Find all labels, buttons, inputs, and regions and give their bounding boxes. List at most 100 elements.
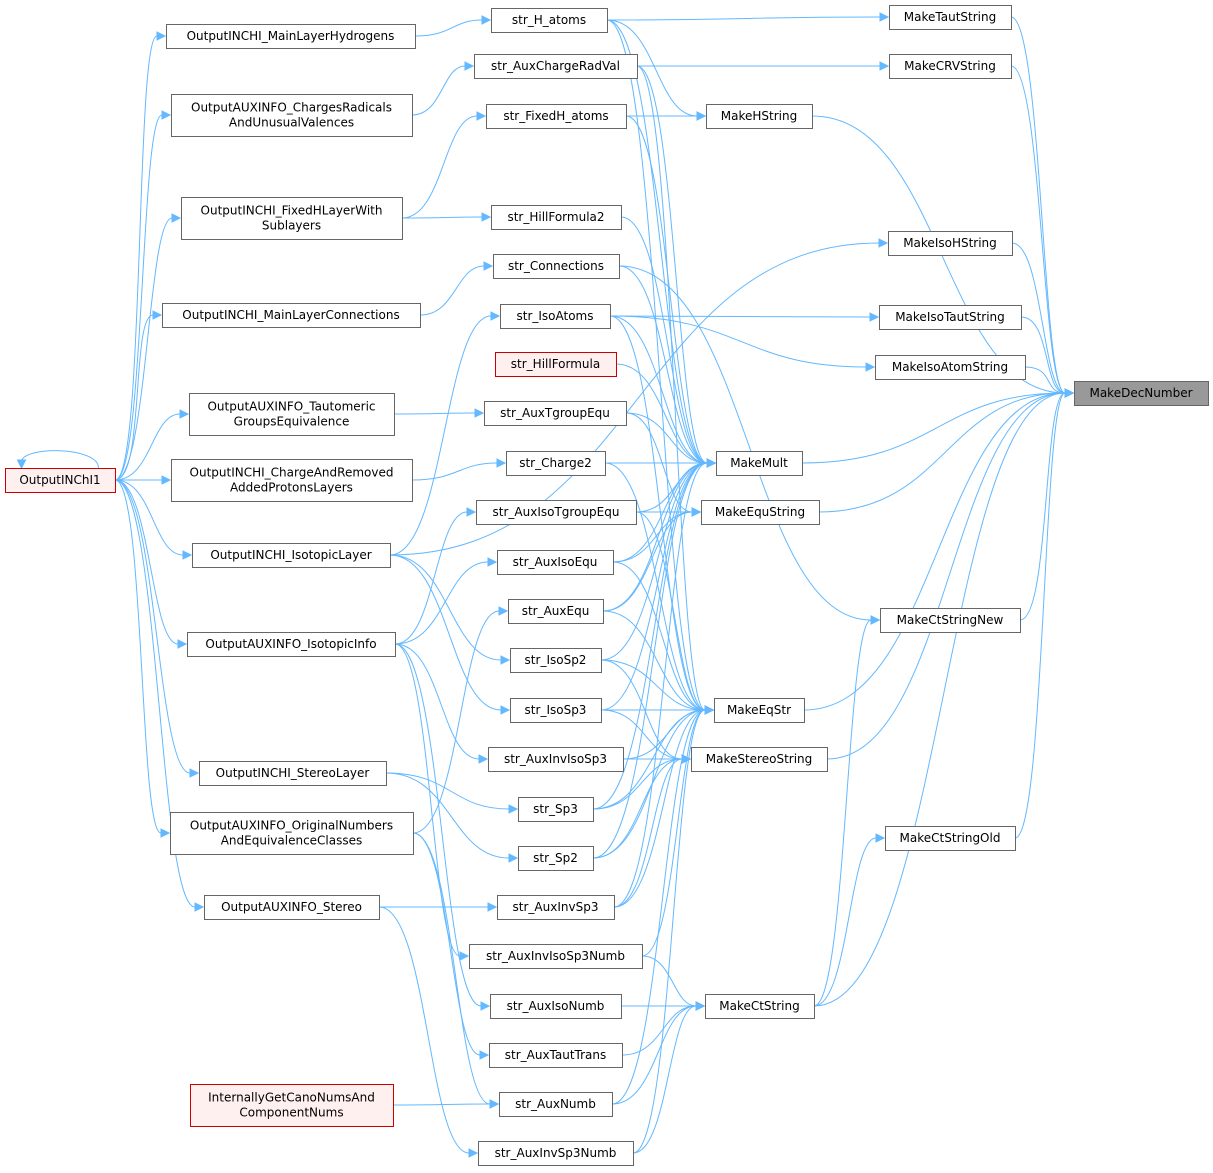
edge-line — [604, 462, 706, 711]
edge-line — [114, 217, 173, 481]
node-str_Sp2[interactable]: str_Sp2 — [518, 846, 594, 871]
node-label: OutputINCHI_StereoLayer — [216, 766, 370, 780]
edge-OutputINChI1-to-OutputAUXINFO_Stereo — [114, 479, 205, 912]
edge-OutputINCHI_FixedHLayerWithSublayers-to-str_HillFormula2 — [401, 212, 492, 222]
node-str_HillFormula[interactable]: str_HillFormula — [495, 352, 617, 377]
node-MakeCtStringNew[interactable]: MakeCtStringNew — [880, 608, 1021, 633]
edge-arrowhead — [487, 902, 498, 912]
node-OutputINCHI_MainLayerHydrogens[interactable]: OutputINCHI_MainLayerHydrogens — [166, 24, 416, 49]
edge-line — [1010, 65, 1066, 394]
edge-OutputINCHI_MainLayerHydrogens-to-str_H_atoms — [414, 15, 492, 37]
edge-line — [612, 511, 693, 563]
node-MakeEqStr[interactable]: MakeEqStr — [714, 698, 805, 723]
node-MakeEquString[interactable]: MakeEquString — [701, 500, 820, 525]
node-str_AuxIsoTgroupEqu[interactable]: str_AuxIsoTgroupEqu — [476, 500, 637, 525]
node-str_Charge2[interactable]: str_Charge2 — [506, 451, 606, 476]
node-box — [474, 54, 638, 79]
node-MakeHString[interactable]: MakeHString — [706, 104, 813, 129]
node-OutputINChI1[interactable]: OutputINChI1 — [5, 468, 116, 493]
node-box — [484, 401, 627, 426]
node-MakeIsoAtomString[interactable]: MakeIsoAtomString — [875, 355, 1026, 380]
edge-line — [621, 1005, 697, 1056]
node-box — [478, 1141, 634, 1166]
node-str_H_atoms[interactable]: str_H_atoms — [491, 8, 608, 33]
node-str_Sp3[interactable]: str_Sp3 — [518, 797, 594, 822]
node-str_AuxInvSp3Numb[interactable]: str_AuxInvSp3Numb — [478, 1141, 634, 1166]
node-MakeTautString[interactable]: MakeTautString — [889, 5, 1012, 30]
node-str_AuxIsoEqu[interactable]: str_AuxIsoEqu — [497, 550, 614, 575]
node-MakeStereoString[interactable]: MakeStereoString — [691, 747, 828, 772]
node-box — [508, 599, 604, 624]
node-MakeCtStringOld[interactable]: MakeCtStringOld — [885, 826, 1016, 851]
edge-line — [114, 479, 196, 908]
node-str_Connections[interactable]: str_Connections — [493, 254, 620, 279]
node-box — [888, 231, 1013, 256]
edge-str_AuxIsoTgroupEqu-to-MakeEqStr — [635, 511, 715, 715]
node-str_AuxInvSp3[interactable]: str_AuxInvSp3 — [497, 895, 615, 920]
node-OutputINCHI_MainLayerConnections[interactable]: OutputINCHI_MainLayerConnections — [162, 303, 421, 328]
node-str_AuxTautTrans[interactable]: str_AuxTautTrans — [489, 1043, 623, 1068]
edge-line — [114, 114, 163, 481]
node-str_AuxEqu[interactable]: str_AuxEqu — [508, 599, 604, 624]
node-str_AuxChargeRadVal[interactable]: str_AuxChargeRadVal — [474, 54, 638, 79]
node-box — [5, 468, 116, 493]
edge-arrowhead — [500, 705, 511, 715]
node-OutputAUXINFO_IsotopicInfo[interactable]: OutputAUXINFO_IsotopicInfo — [187, 632, 396, 657]
node-OutputINCHI_ChargeAndRemovedAddedProtonsLayers[interactable]: OutputINCHI_ChargeAndRemovedAddedProtons… — [171, 459, 413, 502]
edge-line — [419, 265, 485, 316]
node-label: str_FixedH_atoms — [503, 109, 608, 123]
node-box — [701, 500, 820, 525]
edge-line — [114, 479, 179, 645]
node-MakeCRVString[interactable]: MakeCRVString — [889, 54, 1012, 79]
edge-line — [613, 758, 683, 908]
node-MakeMult[interactable]: MakeMult — [716, 451, 803, 476]
node-OutputINCHI_IsotopicLayer[interactable]: OutputINCHI_IsotopicLayer — [192, 543, 391, 568]
node-MakeCtString[interactable]: MakeCtString — [705, 994, 815, 1019]
edge-line — [114, 413, 181, 481]
node-label: str_AuxTgroupEqu — [500, 406, 610, 420]
edge-str_AuxChargeRadVal-to-MakeCRVString — [637, 61, 890, 71]
node-str_HillFormula2[interactable]: str_HillFormula2 — [491, 205, 622, 230]
edge-line — [600, 659, 683, 760]
node-OutputAUXINFO_TautomericGroupsEquivalence[interactable]: OutputAUXINFO_TautomericGroupsEquivalenc… — [189, 393, 395, 436]
edge-line — [826, 392, 1066, 760]
edge-line — [592, 709, 706, 859]
node-label: ComponentNums — [239, 1106, 343, 1120]
node-str_AuxInvIsoSp3[interactable]: str_AuxInvIsoSp3 — [488, 747, 624, 772]
node-box — [469, 944, 643, 969]
node-OutputAUXINFO_Stereo[interactable]: OutputAUXINFO_Stereo — [204, 895, 380, 920]
node-label: InternallyGetCanoNumsAnd — [208, 1091, 375, 1105]
edge-arrowhead — [474, 408, 485, 418]
node-str_AuxInvIsoSp3Numb[interactable]: str_AuxInvIsoSp3Numb — [469, 944, 643, 969]
node-OutputINCHI_StereoLayer[interactable]: OutputINCHI_StereoLayer — [199, 761, 387, 786]
node-box — [204, 895, 380, 920]
node-OutputAUXINFO_OriginalNumbersAndEquivalenceClasses[interactable]: OutputAUXINFO_OriginalNumbersAndEquivale… — [170, 812, 414, 855]
node-MakeIsoHString[interactable]: MakeIsoHString — [888, 231, 1013, 256]
node-OutputAUXINFO_ChargesRadicalsAndUnusualValences[interactable]: OutputAUXINFO_ChargesRadicalsAndUnusualV… — [171, 94, 413, 137]
node-str_AuxIsoNumb[interactable]: str_AuxIsoNumb — [490, 994, 622, 1019]
node-label: Sublayers — [262, 219, 321, 233]
graph-edges — [16, 12, 1075, 1158]
edge-arrowhead — [1064, 388, 1075, 398]
edge-str_AuxInvSp3-to-MakeEqStr — [613, 705, 715, 908]
edge-arrowhead — [691, 507, 702, 517]
node-str_IsoSp2[interactable]: str_IsoSp2 — [510, 648, 602, 673]
node-str_FixedH_atoms[interactable]: str_FixedH_atoms — [486, 104, 627, 129]
node-str_AuxNumb[interactable]: str_AuxNumb — [499, 1092, 613, 1117]
edge-arrowhead — [476, 111, 487, 121]
node-label: str_Sp2 — [533, 851, 578, 865]
edge-MakeCRVString-to-MakeDecNumber — [1010, 65, 1075, 398]
edge-line — [609, 315, 706, 711]
edge-arrowhead — [681, 754, 692, 764]
node-str_IsoAtoms[interactable]: str_IsoAtoms — [500, 304, 611, 329]
node-MakeDecNumber[interactable]: MakeDecNumber — [1074, 381, 1209, 406]
node-box — [190, 1084, 394, 1127]
node-str_AuxTgroupEqu[interactable]: str_AuxTgroupEqu — [484, 401, 627, 426]
node-MakeIsoTautString[interactable]: MakeIsoTautString — [879, 305, 1022, 330]
node-str_IsoSp3[interactable]: str_IsoSp3 — [510, 698, 602, 723]
edge-arrowhead — [171, 213, 182, 223]
edge-str_AuxNumb-to-MakeCtString — [611, 1001, 706, 1105]
